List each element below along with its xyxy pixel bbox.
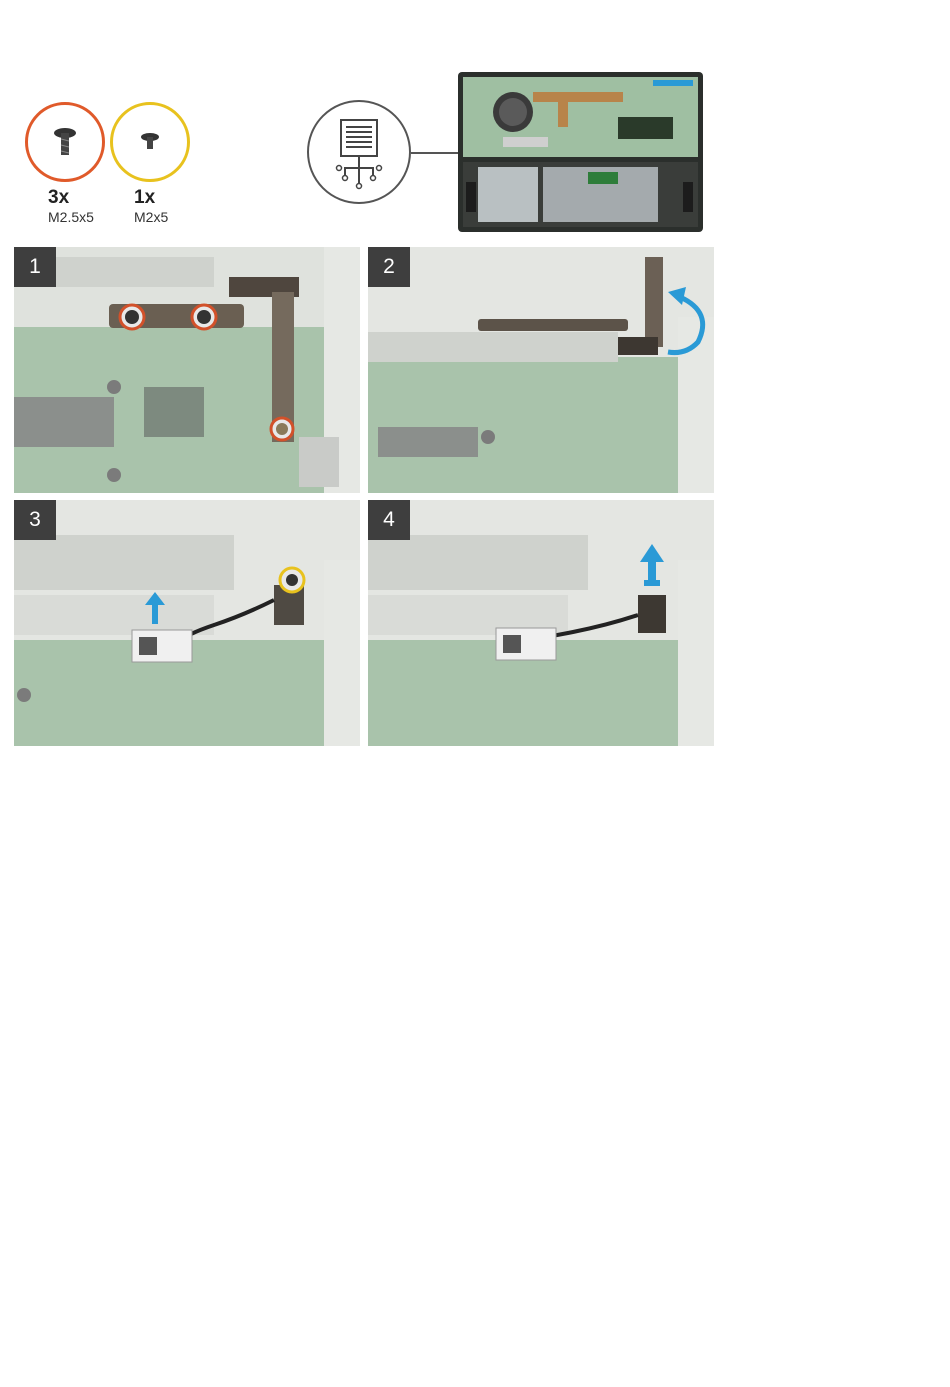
step-4-panel: 4 <box>368 500 714 746</box>
step-1-illustration <box>14 247 360 493</box>
screw-legend-m2x5-ring <box>110 102 190 182</box>
screw-size-m25x5: M2.5x5 <box>48 209 94 225</box>
step-3-number: 3 <box>14 500 56 540</box>
laptop-overview-image <box>458 72 703 232</box>
screw-legend-m25x5-ring <box>25 102 105 182</box>
component-callout <box>307 100 411 204</box>
screw-icon <box>113 105 187 179</box>
step-4-illustration <box>368 500 714 746</box>
step-1-number: 1 <box>14 247 56 287</box>
step-2-illustration <box>368 247 714 493</box>
step-3-panel: 3 <box>14 500 360 746</box>
step-3-illustration <box>14 500 360 746</box>
screw-count-m2x5: 1x <box>134 187 155 209</box>
screw-size-m2x5: M2x5 <box>134 209 168 225</box>
step-1-panel: 1 <box>14 247 360 493</box>
step-2-panel: 2 <box>368 247 714 493</box>
screw-icon <box>28 105 102 179</box>
dc-in-port-icon <box>309 102 409 202</box>
step-2-number: 2 <box>368 247 410 287</box>
screw-count-m25x5: 3x <box>48 187 69 209</box>
step-4-number: 4 <box>368 500 410 540</box>
